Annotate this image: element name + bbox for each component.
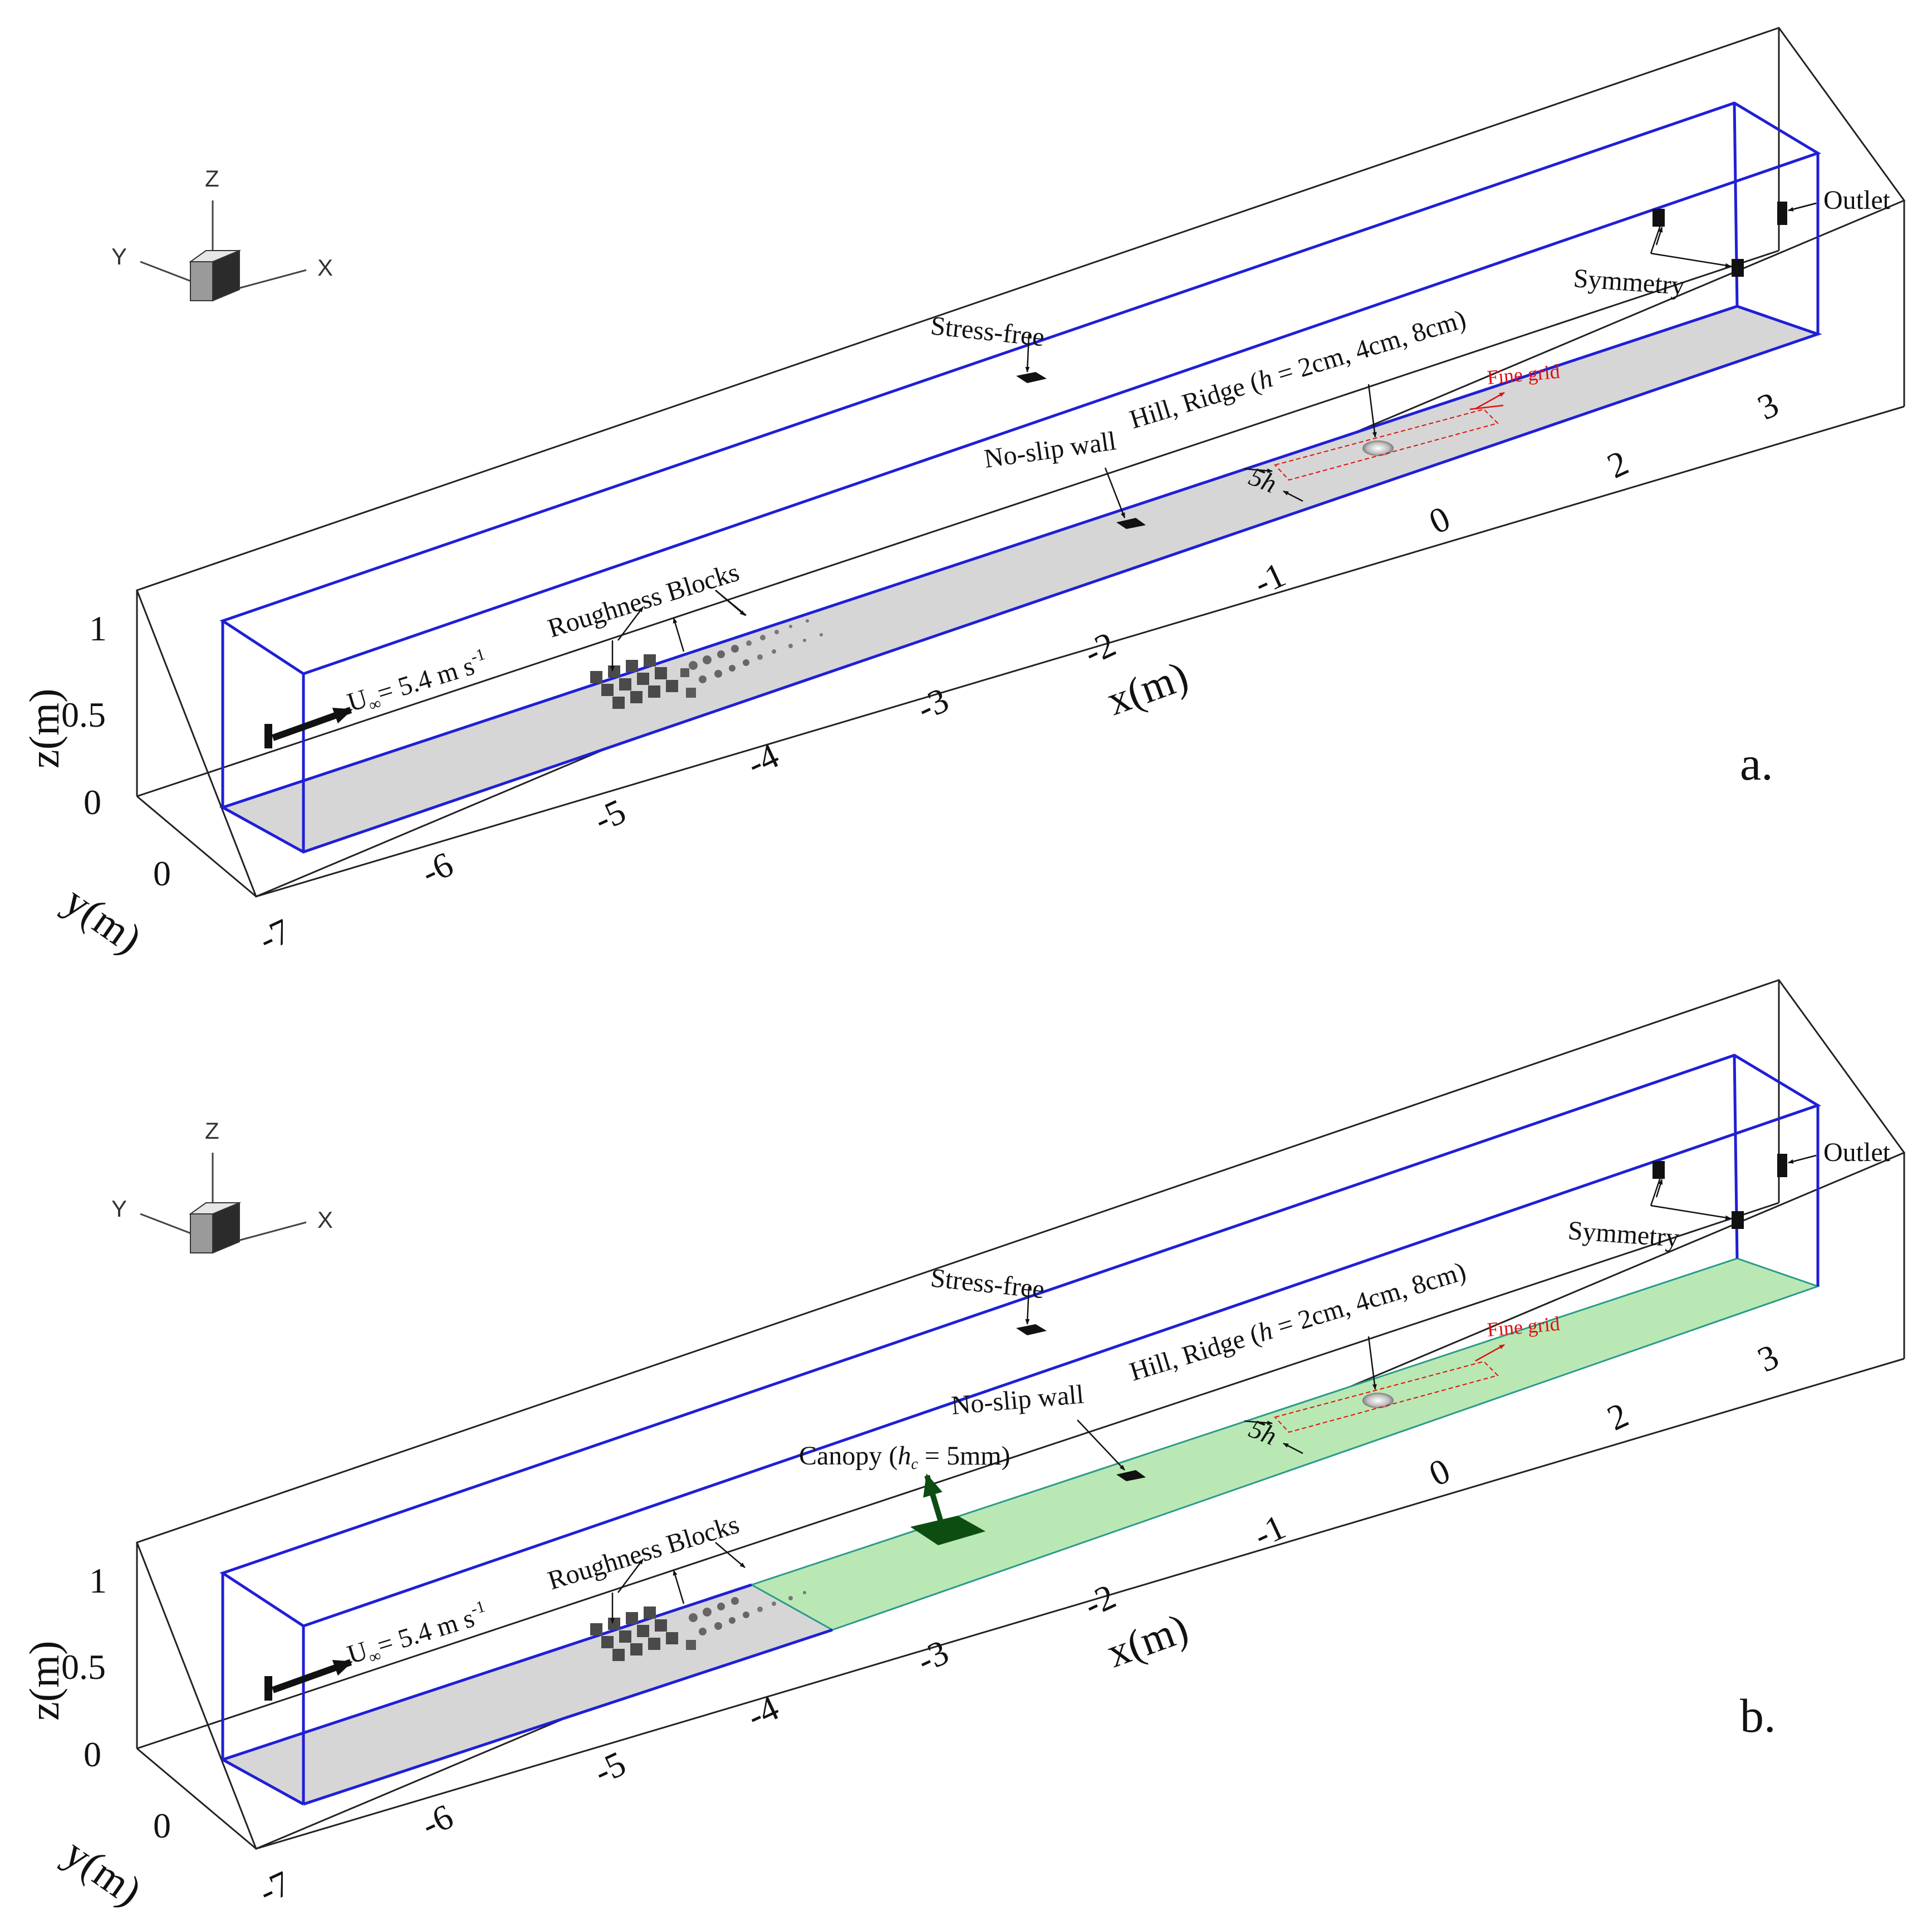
inflow-arrow-a <box>271 707 353 741</box>
x-axis-label-b: x(m) <box>1101 1605 1194 1677</box>
x-tick-b-2: -5 <box>588 1743 631 1792</box>
label-canopy-b: Canopy (hc = 5mm) <box>799 1441 1010 1473</box>
panel-label-a: a. <box>1740 737 1773 790</box>
x-tick-a-5: -2 <box>1078 624 1121 673</box>
label-symmetry-b: Symmetry <box>1567 1216 1680 1253</box>
axis-triad-a: Z Y X <box>111 165 333 302</box>
z-ticks-a: 0 0.5 1 <box>61 609 107 822</box>
x-tick-b-9: 3 <box>1752 1336 1784 1380</box>
x-tick-a-7: 0 <box>1423 498 1456 542</box>
z-tick-a-2: 1 <box>89 609 107 648</box>
domain-outline-b <box>219 1054 1821 1806</box>
outer-box-b <box>136 979 1906 1850</box>
x-tick-a-3: -4 <box>741 736 784 784</box>
panel-label-b: b. <box>1740 1689 1776 1742</box>
x-tick-a-6: -1 <box>1248 555 1291 603</box>
triad-z-label: Z <box>205 165 219 192</box>
label-inflow-b: U∞= 5.4 m s-1 <box>344 1597 492 1673</box>
x-axis-label-a: x(m) <box>1101 653 1194 724</box>
y-tick-b-0: 0 <box>153 1806 171 1845</box>
label-inflow-a: U∞= 5.4 m s-1 <box>344 645 492 721</box>
boundary-markers-b <box>264 1154 1787 1701</box>
x-tick-a-4: -3 <box>911 680 954 728</box>
z-ticks-b: 0 0.5 1 <box>61 1561 107 1774</box>
boundary-markers-a <box>264 202 1787 748</box>
leader-arrows-b <box>610 1154 1817 1624</box>
x-tick-b-1: -6 <box>415 1796 459 1845</box>
y-axis-label-b: y(m) <box>56 1829 150 1915</box>
x-tick-a-2: -5 <box>588 791 631 840</box>
x-ticks-b: -7 -6 -5 -4 -3 -2 -1 0 2 3 <box>253 1336 1784 1912</box>
x-ticks-a: -7 -6 -5 -4 -3 -2 -1 0 2 3 <box>253 384 1784 959</box>
panel-b: Z Y X <box>21 979 1906 1915</box>
z-axis-label-b: z(m) <box>21 1641 68 1721</box>
z-axis-label-a: z(m) <box>21 689 68 768</box>
label-roughness-a: Roughness Blocks <box>545 557 743 644</box>
x-tick-b-7: 0 <box>1423 1451 1456 1494</box>
floor-a <box>221 305 1820 853</box>
fine-grid-box-b <box>1274 1360 1499 1433</box>
label-no-slip-b: No-slip wall <box>950 1379 1085 1421</box>
y-tick-a-0: 0 <box>153 854 171 893</box>
canopy-arrow-b <box>923 1473 947 1532</box>
x-tick-a-9: 3 <box>1752 384 1784 428</box>
label-symmetry-a: Symmetry <box>1572 263 1685 301</box>
label-stress-free-b: Stress-free <box>929 1263 1046 1304</box>
hill-b <box>1362 1393 1394 1408</box>
canopy-block-b <box>910 1516 985 1545</box>
x-tick-a-1: -6 <box>415 844 459 893</box>
inflow-arrow-b <box>271 1659 353 1693</box>
roughness-blocks-a <box>590 619 823 709</box>
z-tick-b-1: 0.5 <box>61 1647 106 1687</box>
roughness-blocks-b <box>590 1591 806 1661</box>
x-tick-b-0: -7 <box>253 1863 296 1912</box>
x-tick-b-4: -3 <box>911 1632 954 1681</box>
leader-arrows-a <box>610 202 1817 672</box>
x-tick-b-8: 2 <box>1601 1395 1634 1438</box>
label-outlet-a: Outlet <box>1823 185 1891 215</box>
panel-a: Z Y X <box>21 27 1906 963</box>
label-stress-free-a: Stress-free <box>929 311 1046 352</box>
triad-x-label: X <box>317 254 333 281</box>
z-tick-a-1: 0.5 <box>61 695 106 734</box>
label-roughness-b: Roughness Blocks <box>545 1510 743 1596</box>
x-tick-b-5: -2 <box>1078 1576 1121 1625</box>
fine-grid-box-a <box>1274 408 1499 481</box>
z-tick-b-0: 0 <box>84 1735 101 1774</box>
z-tick-b-2: 1 <box>89 1561 107 1600</box>
triad-y-label-b: Y <box>111 1196 127 1222</box>
triad-z-label-b: Z <box>205 1118 219 1144</box>
x-tick-a-8: 2 <box>1601 443 1634 486</box>
x-tick-a-0: -7 <box>253 911 296 959</box>
hill-a <box>1362 440 1394 456</box>
label-outlet-b: Outlet <box>1823 1138 1891 1167</box>
y-axis-label-a: y(m) <box>56 877 150 963</box>
triad-x-label-b: X <box>317 1207 333 1233</box>
x-tick-b-6: -1 <box>1248 1507 1291 1555</box>
x-tick-b-3: -4 <box>741 1688 784 1736</box>
floor-b <box>221 1584 834 1805</box>
axis-triad-b: Z Y X <box>111 1118 333 1254</box>
triad-y-label: Y <box>111 243 127 270</box>
z-tick-a-0: 0 <box>84 782 101 822</box>
